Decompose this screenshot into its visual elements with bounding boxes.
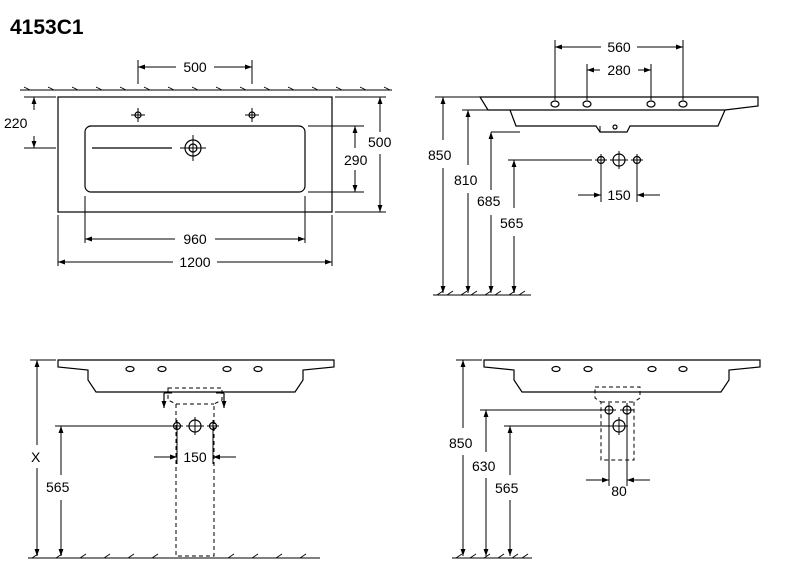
dim-bowl-width: 960: [183, 231, 207, 247]
basin-body: [509, 109, 726, 133]
floor-hatch-side: [436, 290, 526, 296]
dim-underside-height: 810: [454, 172, 478, 188]
fixing-points: [602, 403, 634, 435]
bowl-outline: [84, 125, 306, 193]
fixing-points: [595, 151, 643, 169]
rim-tap-holes: [551, 365, 688, 373]
fixing-points: [171, 417, 219, 435]
side-view: 560 280 850 810 685 5: [428, 39, 759, 296]
dim-rim-height: 850: [449, 435, 473, 451]
dim-overall-width: 1200: [179, 254, 210, 270]
front-view-b: 850 630 565 80: [449, 359, 761, 559]
dim-tap-span-outer: 560: [607, 39, 631, 55]
dim-inlet-height: 630: [472, 458, 496, 474]
dim-fixing-spacing: 150: [183, 449, 207, 465]
dim-rim-height: 850: [428, 147, 452, 163]
basin-rim: [478, 96, 759, 111]
dim-bowl-depth: 290: [344, 152, 368, 168]
dim-trap-height: 565: [46, 479, 70, 495]
basin-profile: [483, 359, 761, 393]
dim-trap-height: 565: [495, 480, 519, 496]
dim-trap-height: 565: [500, 215, 524, 231]
tap-hole-left: [131, 108, 145, 122]
dim-tap-spacing: 500: [183, 59, 207, 75]
wall-hatch: [23, 86, 391, 91]
dim-tap-span-inner: 280: [607, 62, 631, 78]
basin-profile: [57, 359, 335, 393]
rim-tap-holes: [550, 100, 688, 108]
dim-fixing-spacing: 150: [607, 187, 631, 203]
dim-overall-depth: 500: [368, 134, 392, 150]
dim-variable-height: X: [31, 449, 41, 465]
trap-cover-dashed: [594, 386, 641, 461]
model-code: 4153C1: [10, 16, 84, 39]
floor-hatch-front-b: [455, 553, 529, 559]
trap-cover-dashed: [167, 387, 223, 557]
tap-hole-right: [245, 108, 259, 122]
dim-outlet-height: 685: [477, 193, 501, 209]
front-view-a: X 565 150: [28, 359, 335, 559]
floor-hatch-front-a: [31, 553, 307, 559]
rim-tap-holes: [125, 365, 263, 373]
top-view: 500 220 960 1200 290 500: [4, 59, 392, 270]
basin-outline: [57, 96, 333, 213]
dim-tap-offset: 220: [4, 115, 28, 131]
dim-fixing-spacing: 80: [611, 483, 627, 499]
